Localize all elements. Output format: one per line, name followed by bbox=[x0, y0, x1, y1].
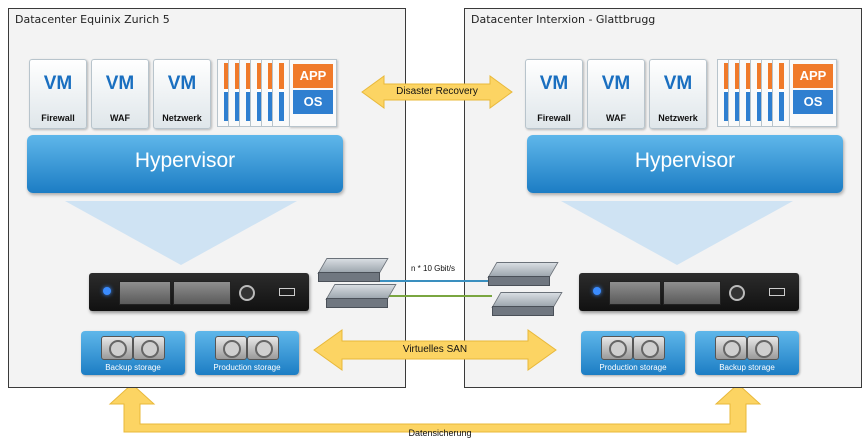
vm-icon: VM bbox=[105, 73, 135, 94]
vm-icon: VM bbox=[601, 73, 631, 94]
disk-icon bbox=[133, 336, 165, 360]
drive-bay bbox=[173, 281, 231, 305]
disk-icon bbox=[247, 336, 279, 360]
backup-arrow-shape bbox=[108, 383, 762, 433]
storage-label: Production storage bbox=[599, 363, 667, 372]
production-storage: Production storage bbox=[195, 331, 299, 375]
disk-icon bbox=[601, 336, 633, 360]
storage-label: Production storage bbox=[213, 363, 281, 372]
bandwidth-label: n * 10 Gbit/s bbox=[411, 264, 456, 273]
power-led-icon bbox=[593, 287, 601, 295]
datacenter-left-title: Datacenter Equinix Zurich 5 bbox=[15, 13, 170, 26]
switch-left-bottom-icon bbox=[325, 284, 397, 308]
disaster-recovery-label: Disaster Recovery bbox=[396, 86, 478, 97]
slot-icon bbox=[279, 288, 295, 296]
power-button-icon bbox=[729, 285, 745, 301]
vm-icon: VM bbox=[167, 73, 197, 94]
production-storage: Production storage bbox=[581, 331, 685, 375]
os-label: OS bbox=[293, 90, 333, 114]
vm-icon: VM bbox=[43, 73, 73, 94]
hypervisor: Hypervisor bbox=[27, 135, 343, 193]
vm-netzwerk: VM Netzwerk bbox=[153, 59, 211, 129]
hypervisor-label: Hypervisor bbox=[634, 149, 736, 172]
app-os-stack: APP OS bbox=[717, 59, 841, 129]
drive-bay bbox=[609, 281, 661, 305]
virtual-san-arrow bbox=[313, 329, 557, 371]
disk-icon bbox=[633, 336, 665, 360]
app-os-card: APP OS bbox=[289, 59, 337, 127]
storage-label: Backup storage bbox=[719, 363, 775, 372]
datacenter-right-title: Datacenter Interxion - Glattbrugg bbox=[471, 13, 656, 26]
datacenter-left: Datacenter Equinix Zurich 5 VM Firewall … bbox=[8, 8, 406, 388]
switch-left-top-icon bbox=[317, 258, 389, 282]
vm-waf: VM WAF bbox=[587, 59, 645, 129]
disk-icon bbox=[215, 336, 247, 360]
disaster-recovery-arrow bbox=[361, 75, 513, 109]
os-label: OS bbox=[793, 90, 833, 114]
power-button-icon bbox=[239, 285, 255, 301]
vm-firewall: VM Firewall bbox=[29, 59, 87, 129]
vm-label: WAF bbox=[110, 113, 130, 123]
backup-storage: Backup storage bbox=[81, 331, 185, 375]
app-os-stack: APP OS bbox=[217, 59, 341, 129]
datacenter-right: Datacenter Interxion - Glattbrugg VM Fir… bbox=[464, 8, 862, 388]
hypervisor-funnel bbox=[65, 201, 297, 265]
app-label: APP bbox=[793, 64, 833, 88]
disk-icon bbox=[715, 336, 747, 360]
disk-icon bbox=[101, 336, 133, 360]
vm-icon: VM bbox=[539, 73, 569, 94]
vm-label: Netzwerk bbox=[162, 113, 202, 123]
slot-icon bbox=[769, 288, 785, 296]
hypervisor-funnel bbox=[561, 201, 793, 265]
vm-label: WAF bbox=[606, 113, 626, 123]
hypervisor-label: Hypervisor bbox=[134, 149, 236, 172]
vm-label: Firewall bbox=[537, 113, 571, 123]
switch-right-top-icon bbox=[487, 262, 559, 286]
vm-firewall: VM Firewall bbox=[525, 59, 583, 129]
virtual-san-label: Virtuelles SAN bbox=[402, 344, 468, 355]
hypervisor: Hypervisor bbox=[527, 135, 843, 193]
vm-icon: VM bbox=[663, 73, 693, 94]
backup-storage: Backup storage bbox=[695, 331, 799, 375]
disk-icon bbox=[747, 336, 779, 360]
storage-label: Backup storage bbox=[105, 363, 161, 372]
backup-label: Datensicherung bbox=[408, 428, 472, 438]
drive-bay bbox=[119, 281, 171, 305]
switch-right-bottom-icon bbox=[491, 292, 563, 316]
app-os-card: APP OS bbox=[789, 59, 837, 127]
drive-bay bbox=[663, 281, 721, 305]
power-led-icon bbox=[103, 287, 111, 295]
vm-waf: VM WAF bbox=[91, 59, 149, 129]
app-label: APP bbox=[293, 64, 333, 88]
vm-label: Netzwerk bbox=[658, 113, 698, 123]
vm-netzwerk: VM Netzwerk bbox=[649, 59, 707, 129]
vm-label: Firewall bbox=[41, 113, 75, 123]
server-icon bbox=[579, 273, 799, 311]
server-icon bbox=[89, 273, 309, 311]
